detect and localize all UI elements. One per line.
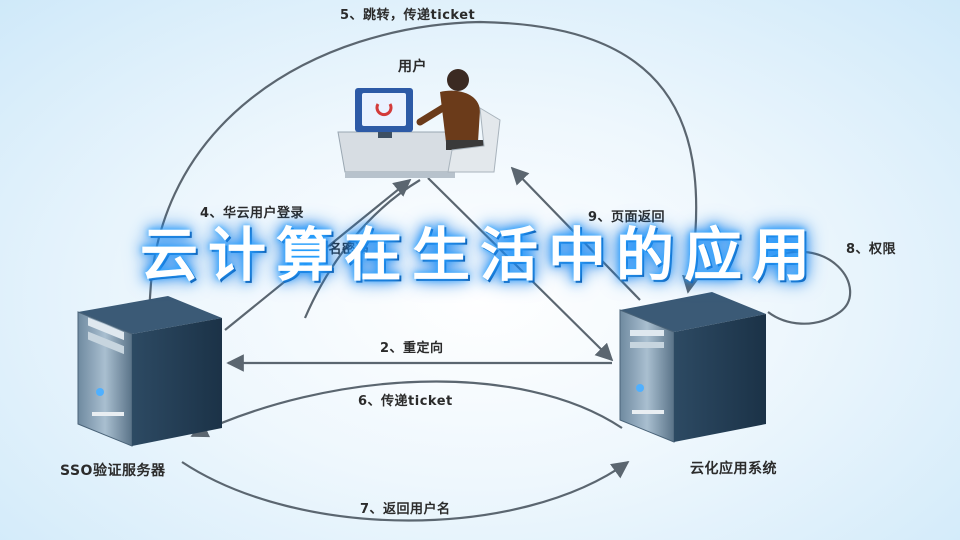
page-title: 云计算在生活中的应用 (139, 221, 820, 289)
arrow-3 (303, 179, 421, 319)
arrow-user-cloud (427, 177, 614, 362)
arrow-4 (224, 178, 412, 331)
label-arrow-5: 5、跳转，传递ticket (340, 8, 476, 23)
label-arrow-8: 8、权限 (846, 242, 897, 257)
label-cloud-system: 云化应用系统 (690, 461, 777, 477)
label-arrow-4b: 、用户名密码 (288, 242, 370, 257)
arrow-7 (181, 460, 630, 522)
label-user: 用户 (398, 59, 427, 75)
cloud-server-icon (619, 292, 766, 443)
label-arrow-9: 9、页面返回 (588, 210, 666, 225)
label-arrow-6: 6、传递ticket (358, 394, 453, 409)
label-arrow-2: 2、重定向 (380, 341, 444, 356)
arrow-8 (764, 250, 852, 325)
arrow-6 (190, 380, 623, 438)
label-arrow-7: 7、返回用户名 (360, 502, 451, 517)
arrow-5 (148, 20, 700, 331)
label-sso-server: SSO验证服务器 (60, 463, 166, 479)
arrow-9 (510, 166, 641, 301)
user-workstation (337, 69, 501, 178)
sso-server-icon (77, 296, 222, 447)
label-arrow-4: 4、华云用户登录 (200, 206, 305, 221)
